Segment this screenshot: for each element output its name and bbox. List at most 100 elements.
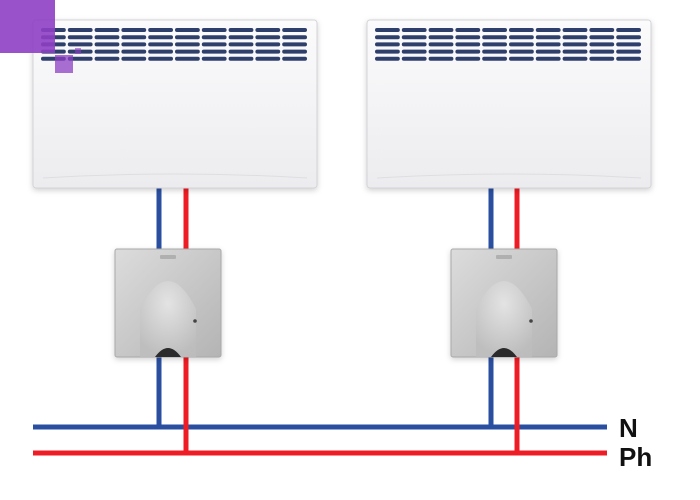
grille-slat [228,35,254,40]
grille-slat [562,35,588,40]
grille-slat [148,28,173,32]
grille-slat [67,35,93,40]
grille-slat [228,49,254,54]
grille-slat [282,42,307,47]
grille-slat [562,42,588,47]
grille-slat [535,56,561,61]
grille-slat [228,28,254,32]
grille-slat [616,28,641,32]
grille-slat [175,42,200,47]
grille-slat [121,56,147,61]
grille-slat [375,35,400,40]
grille-slat [562,56,588,61]
grille-slat [401,49,427,54]
brand-logo-icon [0,0,81,73]
grille-slat [428,42,454,47]
heater-grille [375,28,641,61]
grille-slat [428,35,454,40]
grille-slat [535,49,561,54]
grille-slat [121,35,147,40]
grille-slat [255,35,281,40]
grille-slat [375,49,400,54]
grille-slat [255,28,281,32]
grille-slat [535,35,561,40]
junction-box-icon [114,248,222,358]
grille-slat [121,28,147,32]
grille-slat [255,49,281,54]
grille-slat [455,42,481,47]
grille-slat [175,49,200,54]
grille-slat [401,28,427,32]
grille-slat [375,28,400,32]
grille-slat [482,35,507,40]
grille-slat [201,42,227,47]
grille-slat [589,35,615,40]
grille-slat [255,42,281,47]
grille-slat [455,35,481,40]
grille-slat [589,49,615,54]
grille-slat [535,42,561,47]
grille-slat [228,42,254,47]
phase-line-label: Ph [619,442,653,472]
grille-slat [94,56,120,61]
grille-slat [67,56,93,61]
heater-grille [41,28,307,61]
grille-slat [509,42,534,47]
grille-slat [535,28,561,32]
grille-slat [589,28,615,32]
grille-slat [616,49,641,54]
convector-heater-icon [32,19,318,189]
grille-slat [455,56,481,61]
grille-slat [201,56,227,61]
junction-box-icon [450,248,558,358]
grille-slat [94,49,120,54]
grille-slat [201,35,227,40]
grille-slat [428,28,454,32]
grille-slat [562,28,588,32]
grille-slat [401,56,427,61]
grille-slat [509,49,534,54]
grille-slat [509,35,534,40]
grille-slat [94,28,120,32]
grille-slat [482,28,507,32]
grille-slat [589,42,615,47]
grille-slat [428,56,454,61]
grille-slat [401,35,427,40]
grille-slat [282,49,307,54]
grille-slat [255,56,281,61]
grille-slat [455,49,481,54]
grille-slat [94,42,120,47]
grille-slat [148,56,173,61]
grille-slat [148,42,173,47]
grille-slat [455,28,481,32]
grille-slat [562,49,588,54]
grille-slat [282,35,307,40]
grille-slat [375,42,400,47]
grille-slat [201,28,227,32]
grille-slat [589,56,615,61]
grille-slat [282,28,307,32]
grille-slat [148,49,173,54]
grille-slat [482,42,507,47]
grille-slat [428,49,454,54]
grille-slat [616,56,641,61]
grille-slat [482,56,507,61]
grille-slat [201,49,227,54]
grille-slat [282,56,307,61]
grille-slat [616,35,641,40]
grille-slat [148,35,173,40]
grille-slat [67,28,93,32]
grille-slat [375,56,400,61]
grille-slat [482,49,507,54]
grille-slat [509,28,534,32]
grille-slat [175,35,200,40]
grille-slat [121,42,147,47]
grille-slat [67,42,93,47]
grille-slat [401,42,427,47]
grille-slat [175,56,200,61]
grille-slat [509,56,534,61]
grille-slat [228,56,254,61]
grille-slat [175,28,200,32]
convector-heater-icon [366,19,652,189]
